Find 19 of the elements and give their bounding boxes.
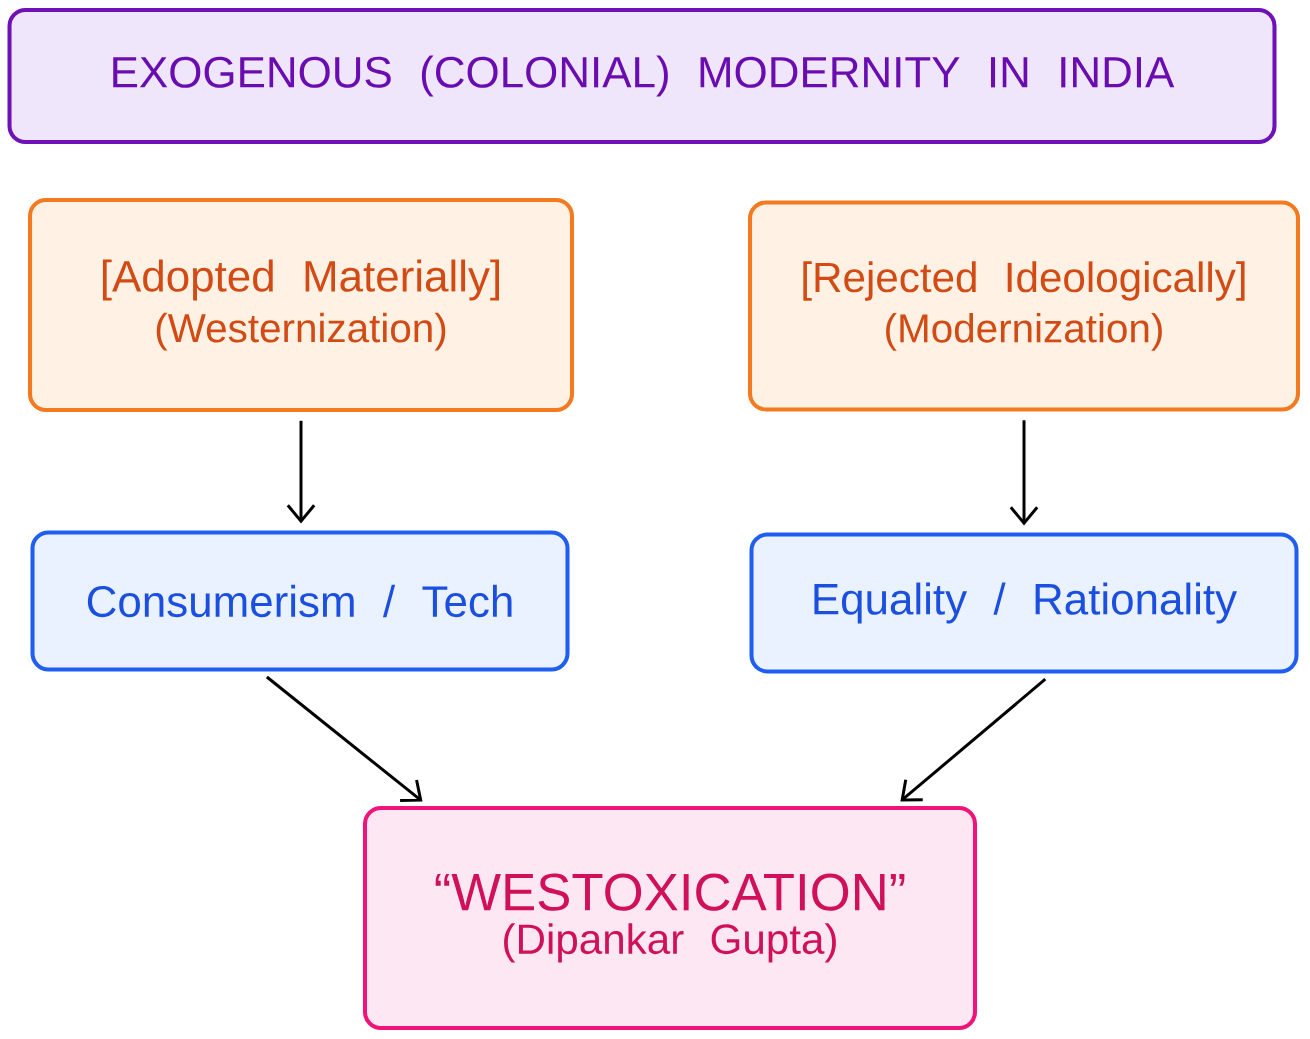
outcome-box [749, 532, 1299, 674]
box-heading: “WESTOXICATION” [435, 873, 905, 911]
arrow [286, 420, 316, 524]
title-box [7, 8, 1277, 144]
box-label: Equality / Rationality [814, 582, 1237, 624]
box-subheading: (Dipankar Gupta) [504, 923, 836, 963]
category-box [28, 198, 575, 412]
box-label: Consumerism / Tech [87, 584, 512, 618]
box-heading: [Rejected Ideologically] [803, 261, 1245, 301]
box-subheading: (Westernization) [156, 312, 446, 351]
title-text: EXOGENOUS (COLONIAL) MODERNITY IN INDIA [113, 55, 1175, 97]
arrow [900, 678, 1047, 802]
result-box [363, 806, 977, 1030]
box-subheading: (Modernization) [886, 312, 1162, 351]
arrow [1009, 420, 1039, 526]
outcome-box [30, 530, 570, 672]
arrow [265, 675, 423, 803]
category-box [748, 200, 1300, 412]
box-heading: [Adopted Materially] [102, 259, 499, 301]
